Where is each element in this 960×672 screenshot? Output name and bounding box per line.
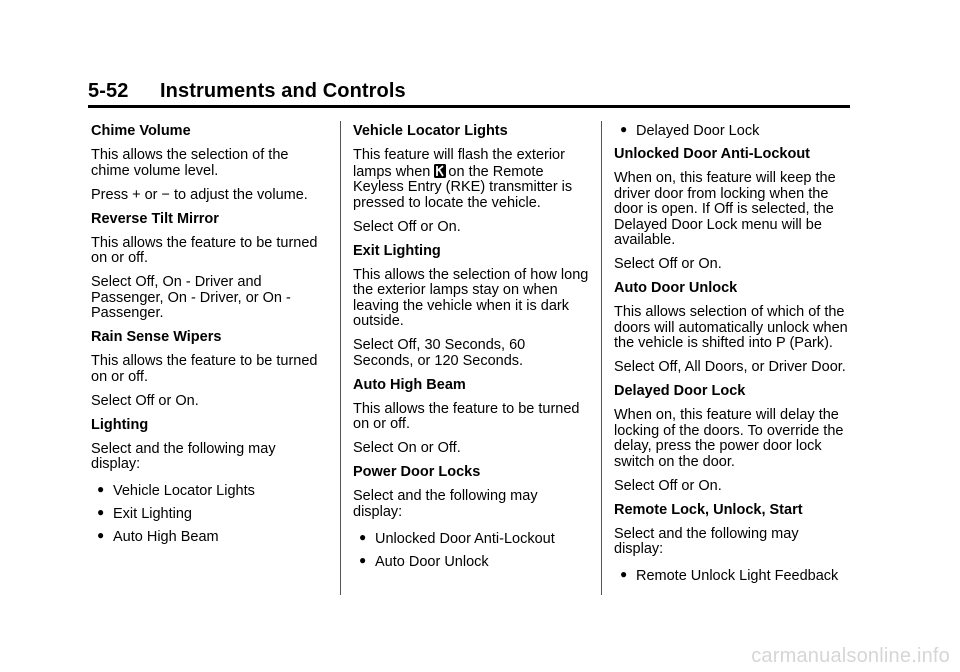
list-item: ●Vehicle Locator Lights <box>97 482 255 499</box>
list-item: ●Exit Lighting <box>97 505 192 522</box>
page-number: 5-52 <box>88 80 129 102</box>
column-divider <box>601 121 602 595</box>
heading-lighting: Lighting <box>91 416 149 433</box>
list-item: ●Auto High Beam <box>97 528 219 545</box>
heading-exit-lighting: Exit Lighting <box>353 242 441 259</box>
column-1: Chime Volume This allows the selection o… <box>91 123 327 553</box>
paragraph: This allows the feature to be turned on … <box>91 234 318 266</box>
paragraph: This allows selection of which of the do… <box>614 304 848 351</box>
heading-power-door-locks: Power Door Locks <box>353 464 481 480</box>
paragraph: Select Off, 30 Seconds, 60 Seconds, or 1… <box>353 337 526 369</box>
heading-chime-volume: Chime Volume <box>91 123 191 139</box>
list-item: ●Auto Door Unlock <box>359 552 489 570</box>
paragraph: Select Off or On. <box>614 256 722 272</box>
list-item: ●Delayed Door Lock <box>620 122 760 139</box>
heading-rain-sense-wipers: Rain Sense Wipers <box>91 329 222 345</box>
paragraph: Select On or Off. <box>353 440 461 456</box>
paragraph: When on, this feature will keep the driv… <box>614 170 836 248</box>
watermark: carmanualsonline.info <box>751 645 950 667</box>
heading-vehicle-locator-lights: Vehicle Locator Lights <box>353 123 508 139</box>
paragraph: Select and the following may display: <box>91 440 276 472</box>
paragraph: This allows the selection of the chime v… <box>91 147 289 179</box>
heading-reverse-tilt-mirror: Reverse Tilt Mirror <box>91 210 219 227</box>
paragraph: Select Off, All Doors, or Driver Door. <box>614 359 846 375</box>
paragraph: This allows the selection of how long th… <box>353 266 589 329</box>
paragraph: This feature will flash the exterior lam… <box>353 147 573 211</box>
bullet-icon: ● <box>620 122 628 136</box>
column-3: ●Delayed Door Lock Unlocked Door Anti-Lo… <box>614 122 850 592</box>
paragraph: Select and the following may display: <box>353 488 538 520</box>
paragraph: When on, this feature will delay the loc… <box>614 407 844 470</box>
paragraph: Select Off or On. <box>614 477 722 494</box>
paragraph: Select Off or On. <box>91 392 199 409</box>
paragraph: Select and the following may display: <box>614 525 799 557</box>
list-item: ●Remote Unlock Light Feedback <box>620 567 839 584</box>
column-divider <box>340 121 341 595</box>
paragraph: Select Off, On - Driver and Passenger, O… <box>91 274 291 321</box>
unlock-key-icon <box>434 163 447 178</box>
paragraph: This allows the feature to be turned on … <box>91 353 318 385</box>
heading-unlocked-door-anti-lockout: Unlocked Door Anti-Lockout <box>614 146 811 162</box>
paragraph: Select Off or On. <box>353 218 461 235</box>
bullet-icon: ● <box>97 482 105 496</box>
paragraph: This allows the feature to be turned on … <box>353 400 580 432</box>
bullet-icon: ● <box>359 529 367 544</box>
heading-remote-lock-unlock-start: Remote Lock, Unlock, Start <box>614 501 803 518</box>
heading-delayed-door-lock: Delayed Door Lock <box>614 383 746 399</box>
heading-auto-door-unlock: Auto Door Unlock <box>614 280 738 296</box>
section-title: Instruments and Controls <box>160 80 406 102</box>
paragraph: Press + or − to adjust the volume. <box>91 186 308 203</box>
column-2: Vehicle Locator Lights This feature will… <box>353 123 589 578</box>
bullet-icon: ● <box>359 552 367 567</box>
header-rule <box>88 105 850 108</box>
bullet-icon: ● <box>97 505 105 519</box>
page-header: 5-52 Instruments and Controls <box>88 80 406 103</box>
bullet-icon: ● <box>620 567 628 581</box>
bullet-icon: ● <box>97 528 105 542</box>
list-item: ●Unlocked Door Anti-Lockout <box>359 529 555 547</box>
heading-auto-high-beam: Auto High Beam <box>353 376 466 393</box>
